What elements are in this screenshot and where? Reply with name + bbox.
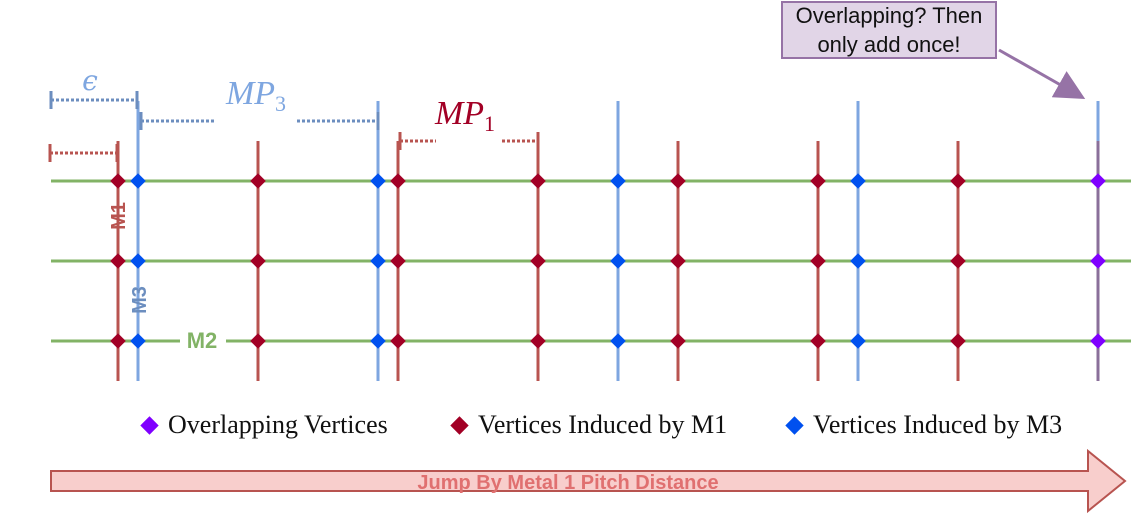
m1-vertex: [530, 253, 546, 269]
epsilon-label: ϵ: [82, 64, 98, 97]
m1-vertex: [530, 173, 546, 189]
legend: Overlapping Vertices Vertices Induced by…: [0, 410, 1136, 450]
m1-vertex: [250, 333, 266, 349]
overlap-callout: Overlapping? Then only add once!: [781, 1, 997, 59]
m3-vertex: [130, 333, 146, 349]
overlap-vertex: [1090, 333, 1106, 349]
legend-label-overlap: Overlapping Vertices: [168, 410, 388, 439]
red-diamond-icon: [450, 415, 469, 435]
mp1-label: MP1: [434, 95, 495, 136]
overlap-vertex: [1090, 253, 1106, 269]
m1-vertex: [670, 333, 686, 349]
m1-vertex: [530, 333, 546, 349]
m2-tracks: [51, 179, 1131, 343]
m1-vertex: [110, 173, 126, 189]
m1-vertex: [110, 253, 126, 269]
m1-vertex: [810, 333, 826, 349]
blue-diamond-icon: [785, 415, 804, 435]
m1-track-label: M1: [108, 202, 130, 230]
m3-vertex: [850, 173, 866, 189]
legend-item-overlap: Overlapping Vertices: [140, 410, 388, 440]
m1-vertex: [110, 333, 126, 349]
overlap-vertex: [1090, 173, 1106, 189]
m1-vertex: [390, 173, 406, 189]
legend-item-m1: Vertices Induced by M1: [450, 410, 728, 440]
m3-vertex: [130, 173, 146, 189]
m3-vertex: [130, 253, 146, 269]
m1-vertex: [950, 253, 966, 269]
m1-vertex: [670, 173, 686, 189]
m1-vertex: [950, 173, 966, 189]
legend-item-m3: Vertices Induced by M3: [785, 410, 1063, 440]
m1-vertex: [810, 253, 826, 269]
m1-vertex: [670, 253, 686, 269]
m1-vertex: [250, 173, 266, 189]
m3-vertex: [370, 173, 386, 189]
m1-vertex: [250, 253, 266, 269]
epsilon-dimension: ϵ: [48, 64, 139, 162]
mp3-label: MP3: [225, 75, 286, 116]
m3-vertex: [610, 253, 626, 269]
m1-vertex: [950, 333, 966, 349]
m1-vertex: [390, 333, 406, 349]
m3-vertex: [850, 253, 866, 269]
m3-vertex: [610, 173, 626, 189]
m3-track-label: M3: [129, 286, 151, 314]
m3-vertex: [850, 333, 866, 349]
m3-vertex: [370, 333, 386, 349]
legend-label-m3: Vertices Induced by M3: [813, 410, 1063, 439]
m1-vertex: [390, 253, 406, 269]
jump-arrow-label: Jump By Metal 1 Pitch Distance: [417, 472, 719, 494]
callout-line-1: Overlapping? Then: [795, 3, 983, 28]
legend-label-m1: Vertices Induced by M1: [478, 410, 728, 439]
m2-track-label: M2: [187, 328, 218, 353]
m3-vertex: [610, 333, 626, 349]
m1-vertex: [810, 173, 826, 189]
callout-line-2: only add once!: [817, 32, 961, 57]
callout-arrow: [998, 48, 1086, 99]
mp1-dimension: MP1: [398, 95, 540, 150]
m3-vertex: [370, 253, 386, 269]
jump-arrow: [50, 448, 1127, 514]
metal-tracks: [116, 101, 1100, 381]
purple-diamond-icon: [140, 415, 159, 435]
mp3-dimension: MP3: [139, 75, 380, 130]
